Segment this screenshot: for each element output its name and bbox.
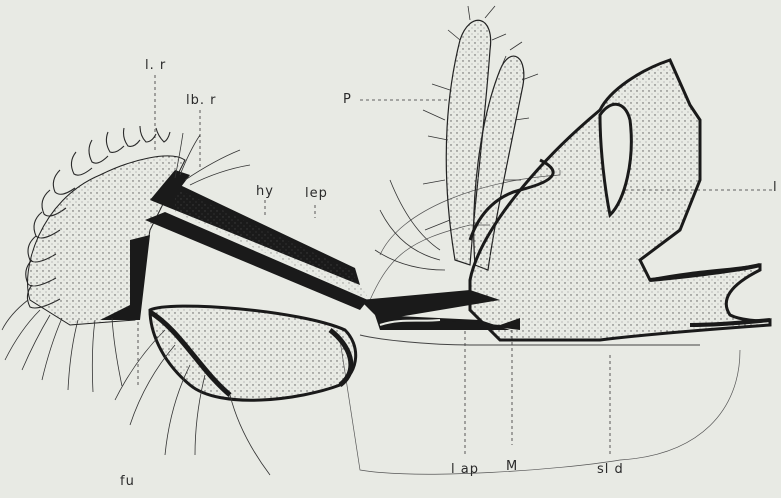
label-lbr: lb. r xyxy=(186,93,216,108)
label-l: l xyxy=(773,180,778,195)
label-lep: lep xyxy=(305,186,328,201)
labellum xyxy=(28,156,185,325)
label-lap: l ap xyxy=(451,462,479,477)
label-m: M xyxy=(506,459,518,474)
label-lr: l. r xyxy=(145,58,166,73)
label-fu: fu xyxy=(120,474,135,489)
label-sld: sl d xyxy=(597,462,624,477)
label-p: P xyxy=(343,92,352,107)
label-hy: hy xyxy=(256,184,274,199)
